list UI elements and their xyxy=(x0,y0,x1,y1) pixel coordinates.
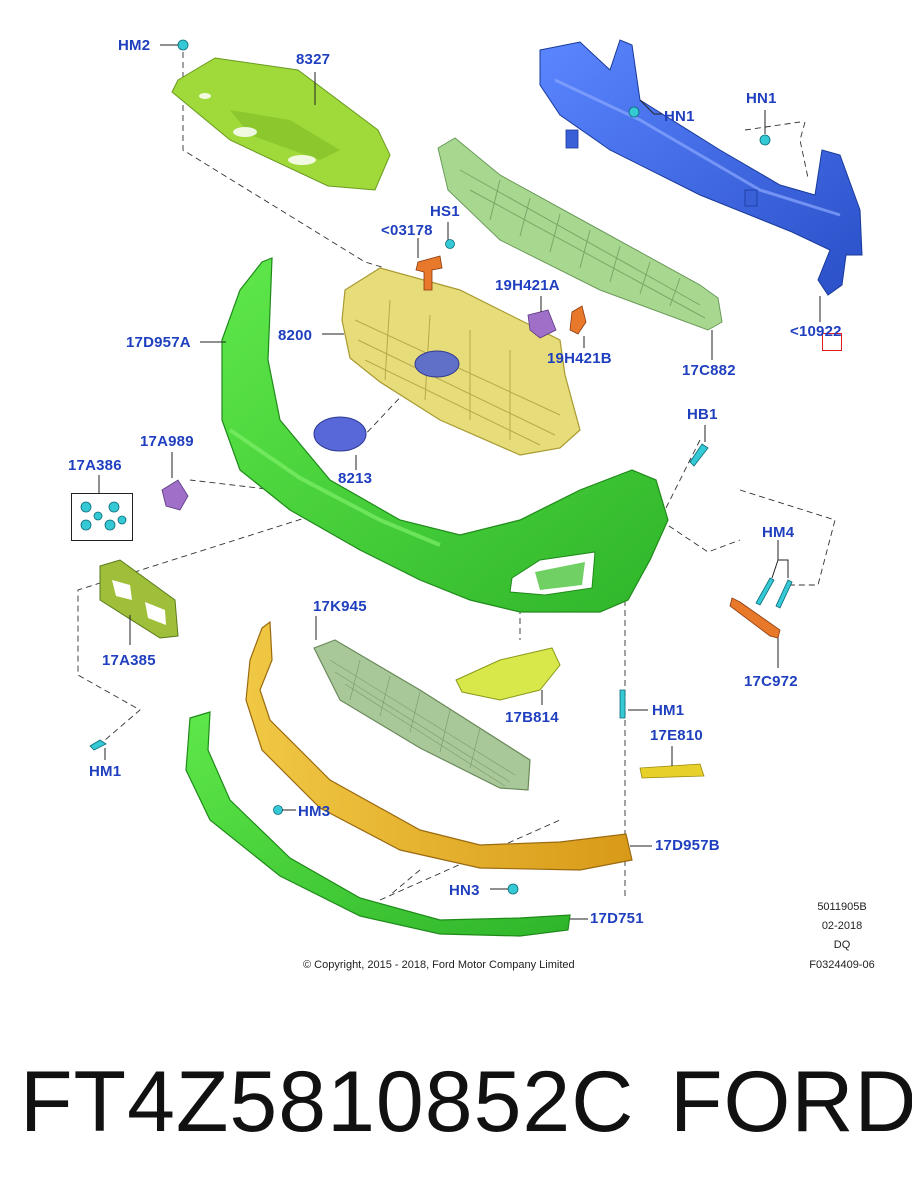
radiator-grille-8200 xyxy=(341,267,581,456)
callout-hn1-upper: HN1 xyxy=(746,90,777,107)
license-bracket-17A385 xyxy=(99,559,179,639)
callout-hm3: HM3 xyxy=(298,803,331,820)
callout-8200: 8200 xyxy=(278,327,313,344)
callout-hm1-left: HM1 xyxy=(89,763,122,780)
doc-id: 5011905B xyxy=(817,901,867,913)
callout-19h421b: 19H421B xyxy=(547,350,612,367)
callout-17d957a: 17D957A xyxy=(126,334,191,351)
energy-absorber-17C882 xyxy=(437,137,723,331)
exploded-parts-diagram xyxy=(77,39,863,937)
reflector-17E810 xyxy=(639,763,705,779)
callout-17k945: 17K945 xyxy=(313,598,367,615)
bracket-03178 xyxy=(415,255,443,291)
doc-code: DQ xyxy=(833,939,851,951)
callout-17d957b: 17D957B xyxy=(655,837,720,854)
callout-hn3: HN3 xyxy=(449,882,480,899)
bracket-19H421B xyxy=(569,305,587,335)
callout-hm1-right: HM1 xyxy=(652,702,685,719)
callout-17c972: 17C972 xyxy=(744,673,798,690)
fog-bezel-17B814 xyxy=(455,647,561,701)
callout-03178: <03178 xyxy=(381,222,433,239)
callout-10922: <10922 xyxy=(790,323,842,340)
figure-id: F0324409-06 xyxy=(809,959,875,971)
callout-17a386: 17A386 xyxy=(68,457,122,474)
radiator-shield-8327 xyxy=(171,57,391,191)
lower-lip-17D751 xyxy=(185,711,571,937)
fastener-set-17A386 xyxy=(80,501,127,531)
callout-hm4: HM4 xyxy=(762,524,795,541)
callout-8327: 8327 xyxy=(296,51,331,68)
callout-17e810: 17E810 xyxy=(650,727,703,744)
callout-17c882: 17C882 xyxy=(682,362,736,379)
ford-emblem-8213 xyxy=(313,416,367,452)
doc-date: 02-2018 xyxy=(821,920,863,932)
callout-17a385: 17A385 xyxy=(102,652,156,669)
callout-17d751: 17D751 xyxy=(590,910,644,927)
callout-19h421a: 19H421A xyxy=(495,277,560,294)
callout-8213: 8213 xyxy=(338,470,373,487)
lower-valance-17D957B xyxy=(245,620,633,871)
bracket-17C972 xyxy=(729,597,781,639)
callout-hn1: HN1 xyxy=(664,108,695,125)
bracket-19H421A xyxy=(527,309,557,339)
brand-name: FORD xyxy=(670,1054,912,1150)
callout-hm2: HM2 xyxy=(118,37,151,54)
callout-17a989: 17A989 xyxy=(140,433,194,450)
tow-eye-cover-17A989 xyxy=(161,479,189,511)
bumper-reinforcement-10922 xyxy=(539,39,863,296)
bumper-cover-17D957A xyxy=(221,257,669,613)
fastener-set-frame xyxy=(71,493,133,541)
leader-lines xyxy=(98,44,821,920)
part-number: FT4Z5810852C xyxy=(20,1054,635,1150)
callout-hs1: HS1 xyxy=(430,203,460,220)
lower-grille-17K945 xyxy=(313,639,531,791)
callout-17b814: 17B814 xyxy=(505,709,559,726)
copyright-notice: © Copyright, 2015 - 2018, Ford Motor Com… xyxy=(303,959,575,971)
product-caption-bar xyxy=(0,1000,912,1200)
highlight-marker xyxy=(822,333,842,351)
callout-hb1: HB1 xyxy=(687,406,718,423)
